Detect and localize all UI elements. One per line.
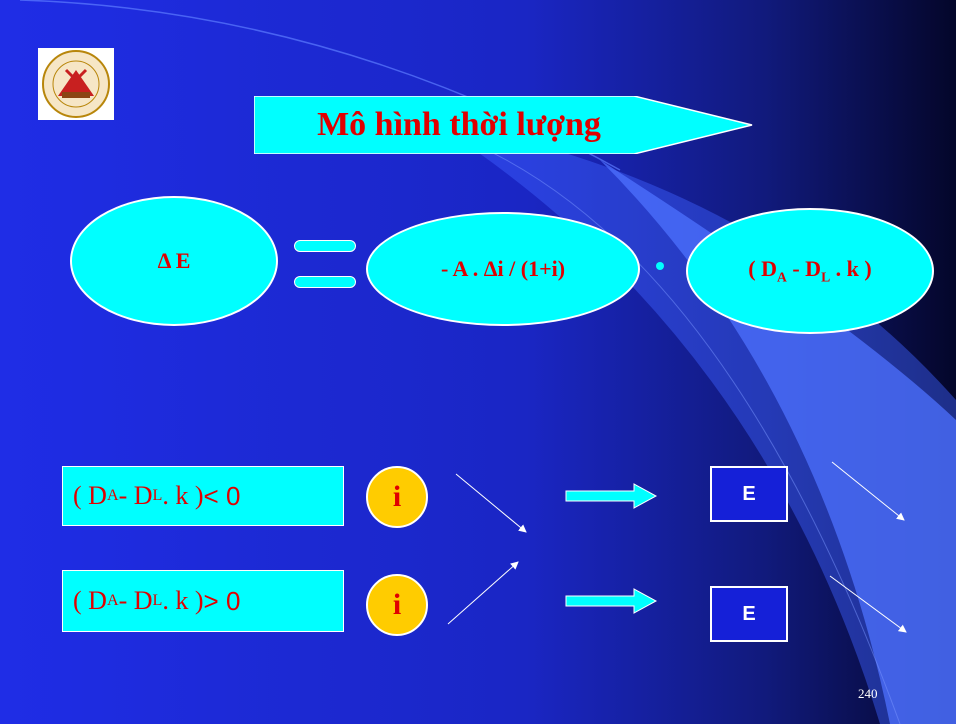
duration-gap-label: ( DA - DL . k ) <box>748 256 872 285</box>
rate-badge-1: i <box>366 466 428 528</box>
rate-up-arrow-2 <box>447 561 519 625</box>
relation-label: > 0 <box>203 585 241 616</box>
equity-down-arrow-2 <box>829 575 907 633</box>
equals-bar-top <box>294 240 356 252</box>
right-arrow-icon <box>565 483 658 509</box>
rate-badge-2: i <box>366 574 428 636</box>
rate-term-label: - A . Δi / (1+i) <box>440 256 566 281</box>
page-title: Mô hình thời lượng <box>317 106 601 143</box>
rate-term-ellipse: - A . Δi / (1+i) <box>366 212 640 326</box>
right-arrow-icon <box>565 588 658 614</box>
equity-box-1: E <box>710 466 788 522</box>
academy-logo-icon <box>38 48 114 120</box>
title-banner <box>254 96 753 154</box>
equity-box-2: E <box>710 586 788 642</box>
duration-gap-ellipse: ( DA - DL . k ) <box>686 208 934 334</box>
multiply-dot <box>656 262 664 270</box>
equals-bar-bottom <box>294 276 356 288</box>
delta-e-ellipse: Δ E <box>70 196 278 326</box>
rate-down-arrow-1 <box>455 473 527 533</box>
relation-label: < 0 <box>203 480 241 511</box>
equity-down-arrow-1 <box>831 461 905 521</box>
page-number: 240 <box>858 686 878 701</box>
delta-e-label: Δ E <box>157 248 191 273</box>
